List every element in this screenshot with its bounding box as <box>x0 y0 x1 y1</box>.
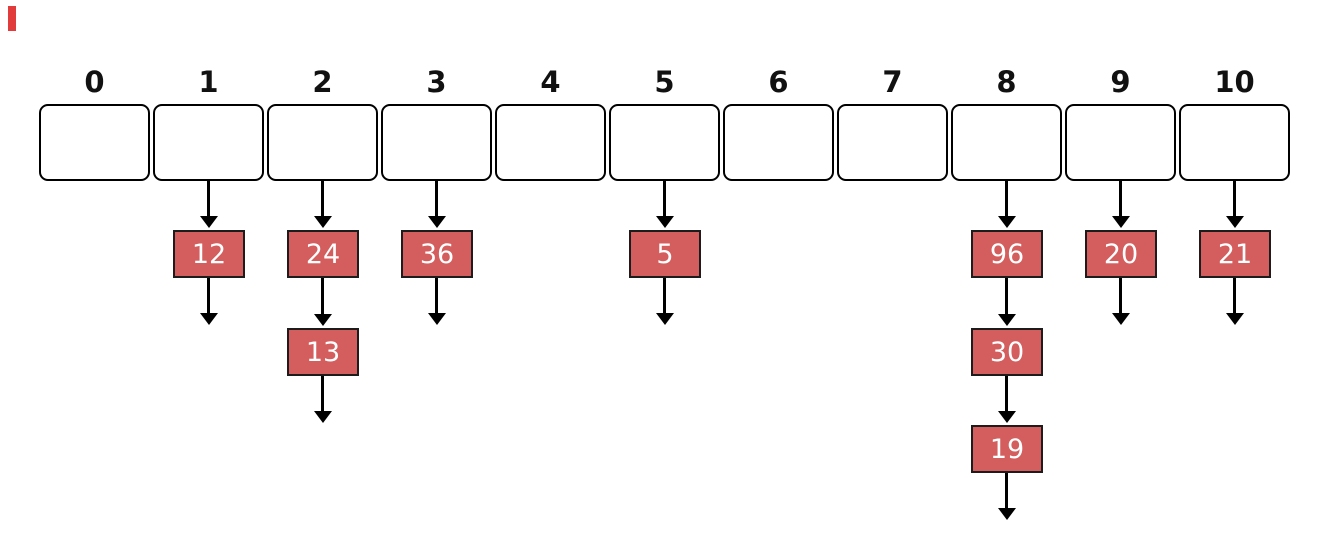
arrow-head <box>655 216 674 228</box>
bucket-cell-6 <box>723 104 834 181</box>
arrow-line <box>321 278 324 316</box>
bucket-label: 10 <box>1214 65 1255 99</box>
arrow-line <box>435 278 438 315</box>
arrow-line <box>1005 181 1008 218</box>
arrow-line <box>663 181 666 218</box>
bucket-cell-8 <box>951 104 1062 181</box>
arrow-head <box>313 216 332 228</box>
arrow-head <box>997 508 1016 520</box>
arrow-head <box>313 411 332 423</box>
chain-node: 19 <box>971 425 1043 473</box>
bucket-cell-7 <box>837 104 948 181</box>
arrow-head <box>1111 216 1130 228</box>
bucket-label: 9 <box>1110 65 1131 99</box>
chain-node: 20 <box>1085 230 1157 278</box>
arrow-head <box>997 314 1016 326</box>
bucket-label: 6 <box>768 65 789 99</box>
bucket-cell-9 <box>1065 104 1176 181</box>
bucket-label: 4 <box>540 65 561 99</box>
bucket-label: 5 <box>654 65 675 99</box>
arrow-line <box>321 181 324 218</box>
arrow-head <box>1111 313 1130 325</box>
bucket-label: 1 <box>198 65 219 99</box>
bucket-cell-0 <box>39 104 150 181</box>
corner-marker <box>8 6 16 31</box>
bucket-label: 2 <box>312 65 333 99</box>
arrow-line <box>435 181 438 218</box>
bucket-label: 3 <box>426 65 447 99</box>
arrow-head <box>427 313 446 325</box>
chain-node: 5 <box>629 230 701 278</box>
chain-node: 21 <box>1199 230 1271 278</box>
arrow-line <box>1005 278 1008 316</box>
arrow-line <box>207 181 210 218</box>
arrow-head <box>199 216 218 228</box>
arrow-head <box>427 216 446 228</box>
bucket-cell-10 <box>1179 104 1290 181</box>
arrow-line <box>207 278 210 315</box>
arrow-head <box>1225 216 1244 228</box>
arrow-line <box>1233 278 1236 315</box>
bucket-label: 0 <box>84 65 105 99</box>
chain-node: 12 <box>173 230 245 278</box>
chain-node: 13 <box>287 328 359 376</box>
arrow-line <box>1005 376 1008 413</box>
arrow-head <box>1225 313 1244 325</box>
bucket-cell-1 <box>153 104 264 181</box>
arrow-line <box>1233 181 1236 218</box>
arrow-line <box>1005 473 1008 510</box>
chain-node: 24 <box>287 230 359 278</box>
arrow-line <box>1119 278 1122 315</box>
arrow-line <box>663 278 666 315</box>
bucket-label: 8 <box>996 65 1017 99</box>
arrow-head <box>313 314 332 326</box>
arrow-head <box>199 313 218 325</box>
bucket-cell-3 <box>381 104 492 181</box>
arrow-line <box>1119 181 1122 218</box>
bucket-cell-4 <box>495 104 606 181</box>
chain-node: 96 <box>971 230 1043 278</box>
arrow-head <box>655 313 674 325</box>
arrow-line <box>321 376 324 413</box>
chain-node: 30 <box>971 328 1043 376</box>
arrow-head <box>997 411 1016 423</box>
bucket-cell-2 <box>267 104 378 181</box>
bucket-label: 7 <box>882 65 903 99</box>
arrow-head <box>997 216 1016 228</box>
chain-node: 36 <box>401 230 473 278</box>
bucket-cell-5 <box>609 104 720 181</box>
